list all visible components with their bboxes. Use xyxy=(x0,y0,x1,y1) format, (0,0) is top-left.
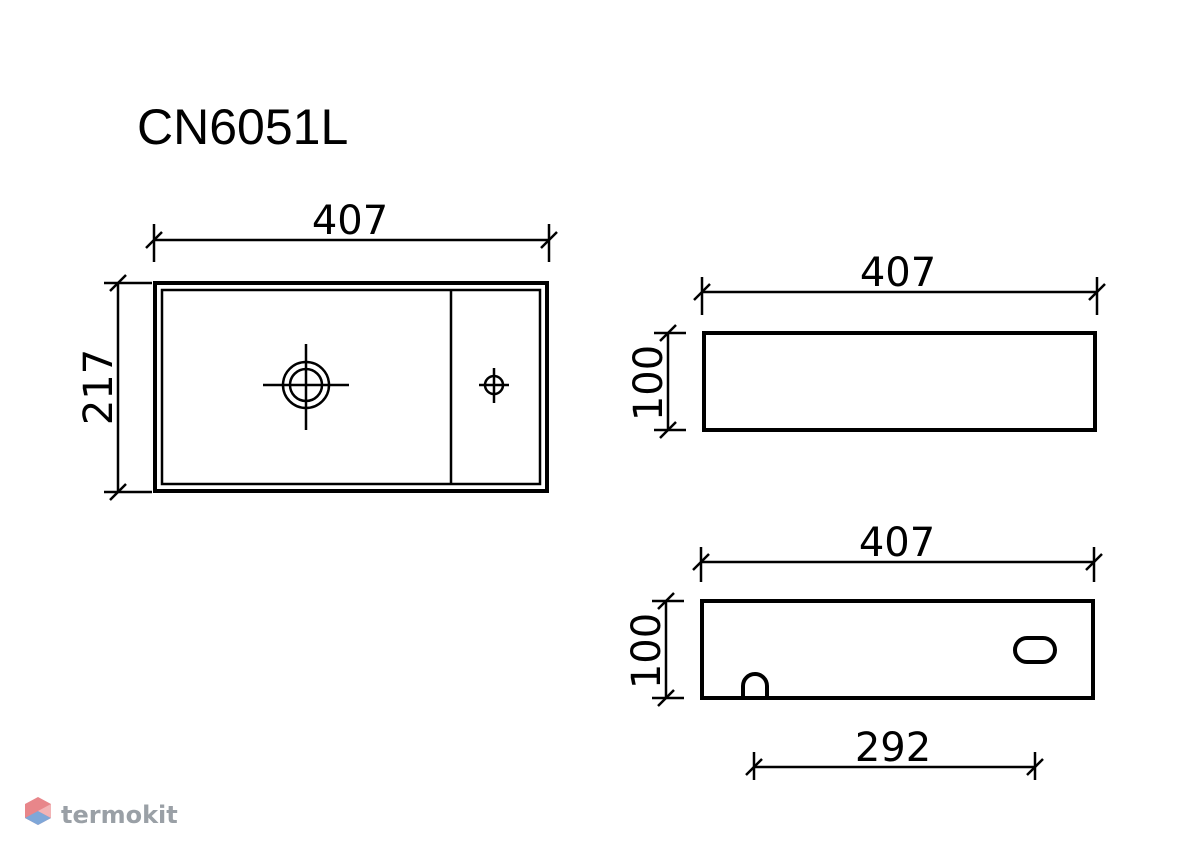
front-width-label: 407 xyxy=(859,520,935,566)
front-view-outline xyxy=(700,599,1095,700)
side-width-label: 407 xyxy=(860,250,936,296)
front-height-label: 100 xyxy=(624,613,670,689)
top-width-dimension: 407 xyxy=(145,198,558,262)
termokit-hex-logo-icon xyxy=(25,797,51,825)
drain-symbol xyxy=(263,344,349,430)
basin-inner-outline xyxy=(160,288,542,486)
side-height-dimension: 100 xyxy=(626,324,686,439)
watermark: termokit xyxy=(25,797,178,829)
front-height-dimension: 100 xyxy=(624,592,684,707)
front-view: 407 100 292 xyxy=(624,520,1103,780)
top-width-label: 407 xyxy=(312,198,388,244)
front-width-dimension: 407 xyxy=(692,520,1103,582)
model-title: CN6051L xyxy=(137,99,348,155)
overflow-slot xyxy=(1013,636,1057,664)
top-height-label: 217 xyxy=(76,349,122,425)
top-height-dimension: 217 xyxy=(76,274,152,501)
front-offset-dimension: 292 xyxy=(745,725,1044,780)
tap-hole-symbol xyxy=(479,368,509,403)
side-height-label: 100 xyxy=(626,345,672,421)
drain-outlet-profile xyxy=(741,672,769,697)
basin-outer-outline xyxy=(153,281,549,493)
side-view: 407 100 xyxy=(626,250,1106,439)
top-view: 407 217 xyxy=(76,198,558,501)
side-width-dimension: 407 xyxy=(693,250,1106,315)
front-offset-label: 292 xyxy=(855,725,931,771)
watermark-text: termokit xyxy=(61,801,178,829)
side-view-outline xyxy=(702,331,1097,432)
